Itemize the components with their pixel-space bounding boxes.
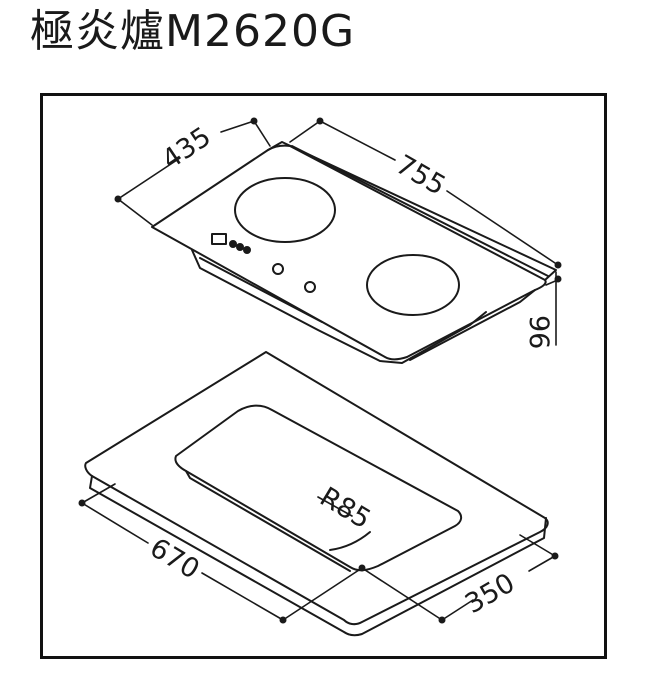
- dim-755-label: 755: [391, 149, 451, 202]
- dim-670-label: 670: [144, 532, 204, 585]
- countertop-slab-edge: [89, 475, 547, 637]
- dim-96-label: 96: [523, 315, 554, 349]
- cooktop-base: [191, 249, 487, 364]
- page-title: 極炎爐M2620G: [30, 6, 356, 57]
- cooktop-dimension-endpoints: [114, 117, 562, 283]
- control-dot-3: [243, 246, 251, 254]
- control-dot-1: [229, 240, 237, 248]
- dim-350-label: 350: [460, 567, 520, 620]
- cutout-inner-wall: [185, 470, 351, 572]
- countertop-drawing: [84, 351, 549, 637]
- cooktop-glass-top: [151, 144, 547, 361]
- cutout-radius-arc: [329, 531, 371, 551]
- cutout-opening: [174, 404, 463, 572]
- cooktop-drawing: [151, 141, 557, 364]
- cutout-dimensions: [81, 483, 556, 621]
- cooktop-back-edge: [267, 141, 557, 281]
- knob-left: [272, 263, 284, 275]
- left-burner: [234, 177, 336, 243]
- cooktop-dimensions: [117, 120, 561, 346]
- countertop-slab: [84, 351, 549, 626]
- cutout-dimension-endpoints: [78, 499, 559, 624]
- control-display: [211, 233, 227, 245]
- control-dot-2: [236, 243, 244, 251]
- right-burner: [366, 254, 460, 316]
- diagram-frame: [40, 93, 607, 659]
- cooktop-back-edge-inner: [291, 145, 549, 277]
- knob-right: [304, 281, 316, 293]
- cooktop-front-bevel: [409, 289, 536, 361]
- dim-r85-label: R85: [314, 481, 376, 535]
